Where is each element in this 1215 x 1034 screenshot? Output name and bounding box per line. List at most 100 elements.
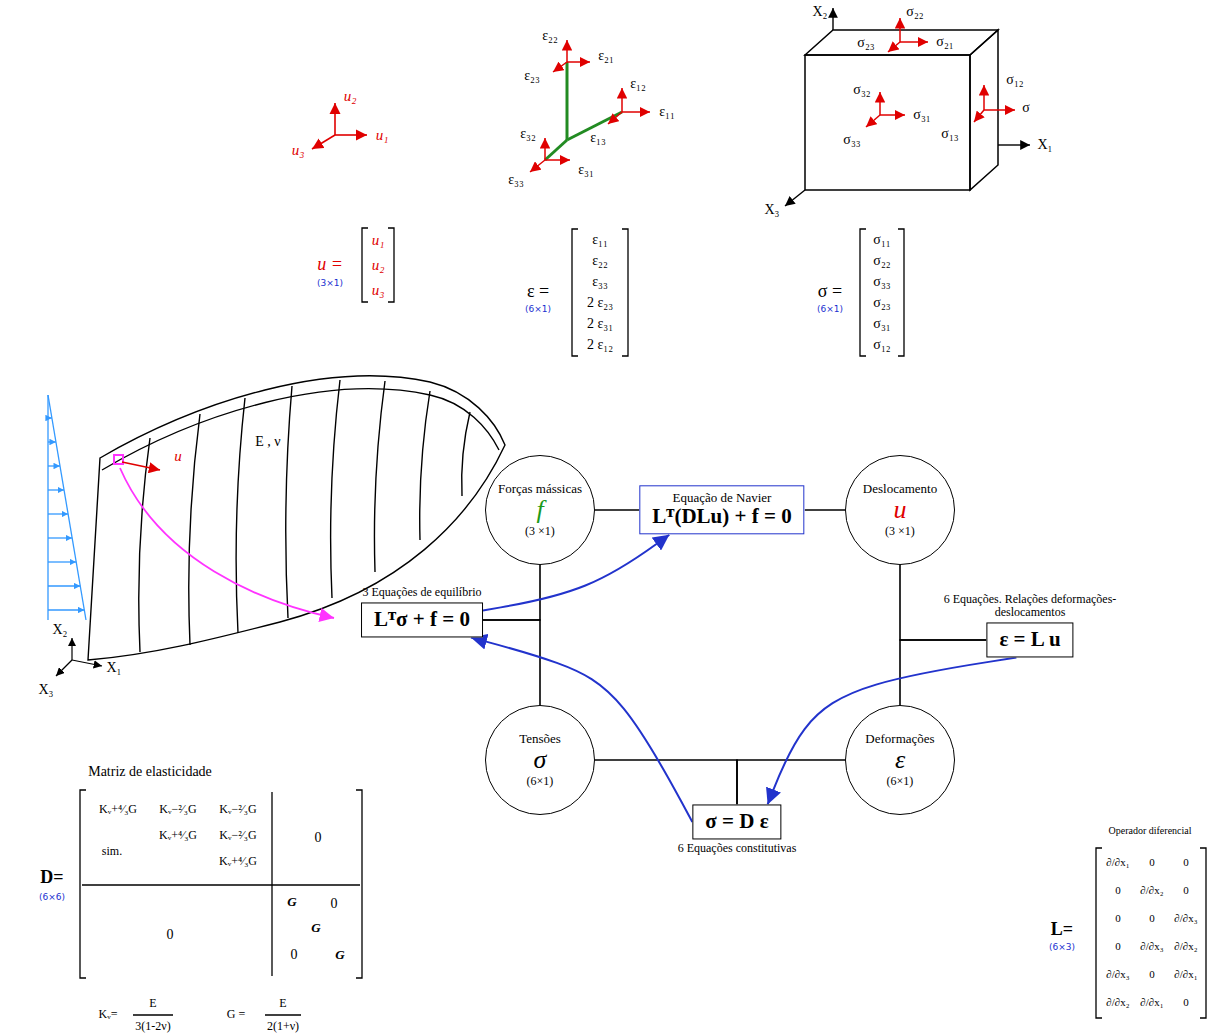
node-label: (3 ×1): [885, 525, 915, 538]
matrix-bracket: [1096, 848, 1102, 1018]
strain-arrows: [545, 159, 570, 161]
math-label: 0: [1115, 884, 1121, 896]
water-load: [48, 585, 80, 586]
math-label: ∂/∂x₃: [1174, 912, 1197, 924]
strain-arrows: [622, 111, 650, 113]
node-label: Forças mássicas: [498, 482, 582, 496]
math-label: ε₁₁: [592, 232, 608, 247]
math-label: 2(1+ν): [267, 1020, 299, 1033]
math-label: 0: [1183, 856, 1189, 868]
displacement-triad: [312, 135, 335, 149]
math-label: 0: [1149, 912, 1155, 924]
stress-arrows: [888, 42, 900, 52]
math-label: ∂/∂x₃: [1106, 968, 1129, 980]
matrix-bracket: [265, 1014, 301, 1015]
water-load: [48, 489, 64, 490]
math-label: Kᵥ−²⁄₃G: [219, 803, 256, 816]
dam-body: [462, 412, 470, 496]
math-label: 0: [315, 830, 322, 845]
link-line: [900, 640, 986, 705]
math-label: ε₂₂: [592, 253, 608, 268]
link-line: [595, 509, 639, 511]
math-label: X₁: [107, 660, 122, 675]
math-label: σ: [1022, 100, 1030, 115]
math-label: sim.: [102, 845, 122, 858]
stress-arrows: [880, 114, 905, 116]
math-label: Kᵥ−²⁄₃G: [219, 829, 256, 842]
water-load: [48, 417, 52, 418]
stress-axes: [998, 144, 1030, 145]
strain-arrows: [567, 61, 590, 63]
stress-cube: [805, 55, 970, 190]
math-label: u₁: [372, 232, 385, 249]
concept-circle: Forças mássicasf(3 ×1): [485, 455, 595, 565]
node-label: Deslocamento: [863, 482, 937, 496]
stress-arrows: [899, 18, 901, 42]
matrix-bracket: [356, 790, 362, 978]
math-label: G: [287, 895, 296, 909]
math-label: 2 ε₃₁: [587, 316, 613, 331]
math-label: u₃: [292, 142, 305, 159]
dam-body: [189, 414, 200, 645]
matrix-bracket: [80, 790, 1206, 1018]
vector-bracket: [622, 229, 628, 356]
strain-axes: [545, 62, 622, 160]
concept-circle: Deformaçõesε(6×1): [845, 705, 955, 815]
math-label: 0: [1149, 968, 1155, 980]
link-line: [595, 760, 737, 804]
stress-arrows: [974, 110, 984, 122]
equation-text: Lᵀ(DLu) + f = 0: [652, 506, 791, 529]
math-label: ∂/∂x₃: [1140, 940, 1163, 952]
node-label: Tensões: [519, 732, 561, 746]
matrix-bracket: [1200, 848, 1206, 1018]
math-label: Kᵥ−²⁄₃G: [159, 803, 196, 816]
node-label: Equação de Navier: [673, 491, 772, 505]
math-label: ε₁₂: [630, 76, 646, 91]
vector-bracket: [860, 229, 866, 356]
stress-arrows: [984, 109, 1015, 111]
math-label: X₂: [813, 4, 828, 19]
math-label: 3(1-2ν): [135, 1020, 170, 1033]
matrix-bracket: [80, 790, 86, 978]
axes: [71, 638, 72, 660]
point-marker: [120, 468, 334, 618]
displacement-triad: [312, 103, 367, 149]
math-label: X₁: [1038, 137, 1053, 152]
water-load: [48, 513, 68, 514]
flow-arrow: [471, 638, 692, 822]
math-label: G: [335, 948, 344, 962]
dam-body: [88, 376, 505, 660]
vector-bracket: [572, 229, 578, 356]
math-label: ε₃₂: [520, 126, 536, 141]
math-label: E: [279, 997, 286, 1010]
math-label: u₃: [372, 282, 385, 299]
node-label: (6×1): [527, 775, 554, 788]
math-label: ε₃₃: [508, 172, 524, 187]
math-label: ε₃₃: [592, 274, 608, 289]
math-label: σ₃₂: [853, 82, 870, 97]
math-label: ∂/∂x₁: [1174, 968, 1197, 980]
math-label: E , ν: [253, 434, 282, 449]
node-label: 3 Equações de equilíbrio: [357, 586, 487, 599]
math-label: ∂/∂x₂: [1174, 940, 1197, 952]
dam-body: [420, 391, 430, 540]
point-marker: [114, 455, 123, 464]
math-label: ε₂₂: [542, 28, 558, 43]
concept-circle: Tensõesσ(6×1): [485, 705, 595, 815]
math-label: 0: [291, 947, 298, 962]
stress-axes: [785, 8, 1030, 206]
math-label: ε₃₁: [578, 162, 594, 177]
equation-text: Lᵀσ + f = 0: [374, 608, 470, 631]
equation-box: 6 Equações. Relações deformações-desloca…: [986, 622, 1073, 657]
math-label: (6×1): [525, 305, 551, 315]
matrix-bracket: [82, 884, 360, 885]
math-label: G: [311, 921, 320, 935]
math-label: ∂/∂x₁: [1106, 856, 1129, 868]
math-label: Kᵥ+⁴⁄₃G: [159, 829, 197, 842]
concept-circle: Deslocamentou(3 ×1): [845, 455, 955, 565]
math-label: D=: [40, 868, 63, 888]
math-label: 0: [1183, 884, 1189, 896]
vector-bracket: [362, 228, 904, 356]
math-label: σ₁₂: [1006, 72, 1023, 87]
